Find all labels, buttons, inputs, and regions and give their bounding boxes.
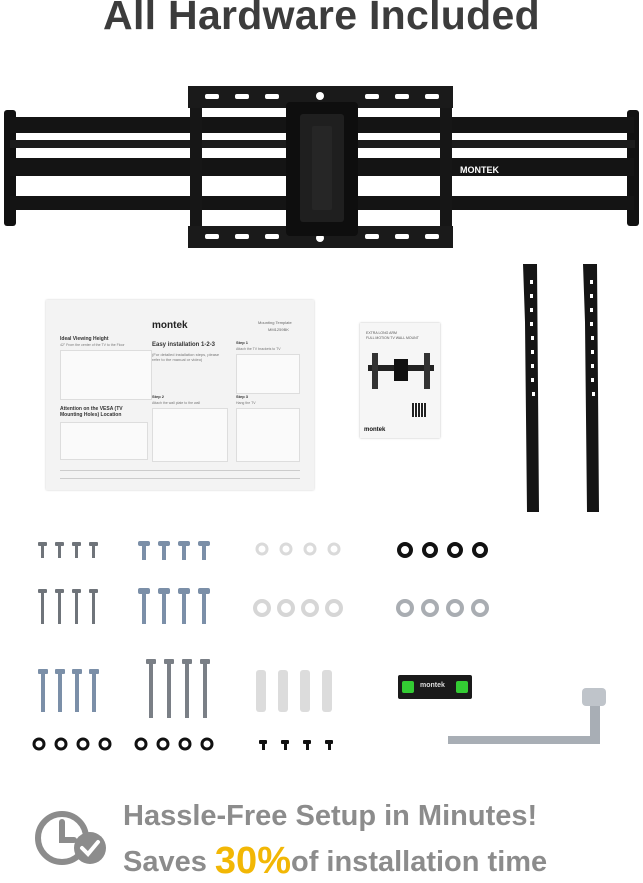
medium-bolts [38,589,98,624]
manual-line2: FULL MOTION TV WALL MOUNT [366,336,419,340]
bubble-level: montek [398,675,472,699]
tv-brackets [523,264,599,512]
step2-illustration [152,408,228,462]
lag-screws [146,659,210,718]
large-washers [253,599,343,617]
clock-check-icon [35,811,106,865]
step3-illustration [236,408,300,462]
easy-sub: (For detailed installation steps, please… [152,352,220,362]
steel-washers [396,599,489,617]
mounting-template: montek Mounting Template MM1259BK Ideal … [46,300,314,490]
vesa-heading: Attention on the VESA (TV Mounting Holes… [60,406,123,418]
step3-text: Hang the TV [236,401,256,405]
level-vial-right [456,681,468,693]
step3-label: Step 3 [236,394,249,399]
ideal-sub: 42" From the center of the TV to the Flo… [60,343,125,347]
manual-cover-image [368,353,434,389]
manual-brand: montek [364,427,386,433]
room-illustration [60,350,152,400]
short-bolts-blue [138,541,210,560]
tv-mount-bracket: MONTEK [4,86,639,248]
template-model: MM1259BK [268,327,289,332]
instruction-manual: EXTRA LONG ARM FULL MOTION TV WALL MOUNT… [360,323,440,438]
black-screws [259,740,333,750]
step1-label: Step 1 [236,340,249,345]
footer-saves: Saves [123,846,215,878]
ideal-heading: Ideal Viewing Height [60,336,109,342]
manual-line1: EXTRA LONG ARM [366,331,397,335]
template-ruler-2 [60,478,300,479]
black-rings-left [32,737,214,751]
footer-savings: Saves 30%of installation time [123,840,547,883]
page-title: All Hardware Included [103,0,540,38]
step1-illustration [236,354,300,394]
step2-text: Attach the wall plate to the wall [152,401,201,405]
template-brand: montek [152,320,188,331]
footer-headline: Hassle-Free Setup in Minutes! [123,800,538,832]
level-vial-left [402,681,414,693]
easy-heading: Easy installation 1-2-3 [152,342,216,348]
medium-bolts-blue [138,588,210,624]
template-ruler [60,470,300,471]
step2-label: Step 2 [152,394,165,399]
template-label: Mounting Template [258,320,292,325]
black-spacers [397,542,488,558]
short-bolts [38,542,98,558]
vesa-illustration [60,422,148,460]
long-bolts [38,669,99,712]
hardware-kit [32,541,489,751]
step1-text: Attach the TV brackets to TV [236,347,281,351]
footer-percent: 30% [214,840,291,882]
small-washers [255,542,341,556]
mount-brand-label: MONTEK [460,165,499,175]
allen-wrench [448,688,606,744]
level-brand: montek [420,682,445,689]
wall-anchors [256,670,332,712]
qr-code [412,403,426,417]
footer-rest: of installation time [290,846,548,878]
